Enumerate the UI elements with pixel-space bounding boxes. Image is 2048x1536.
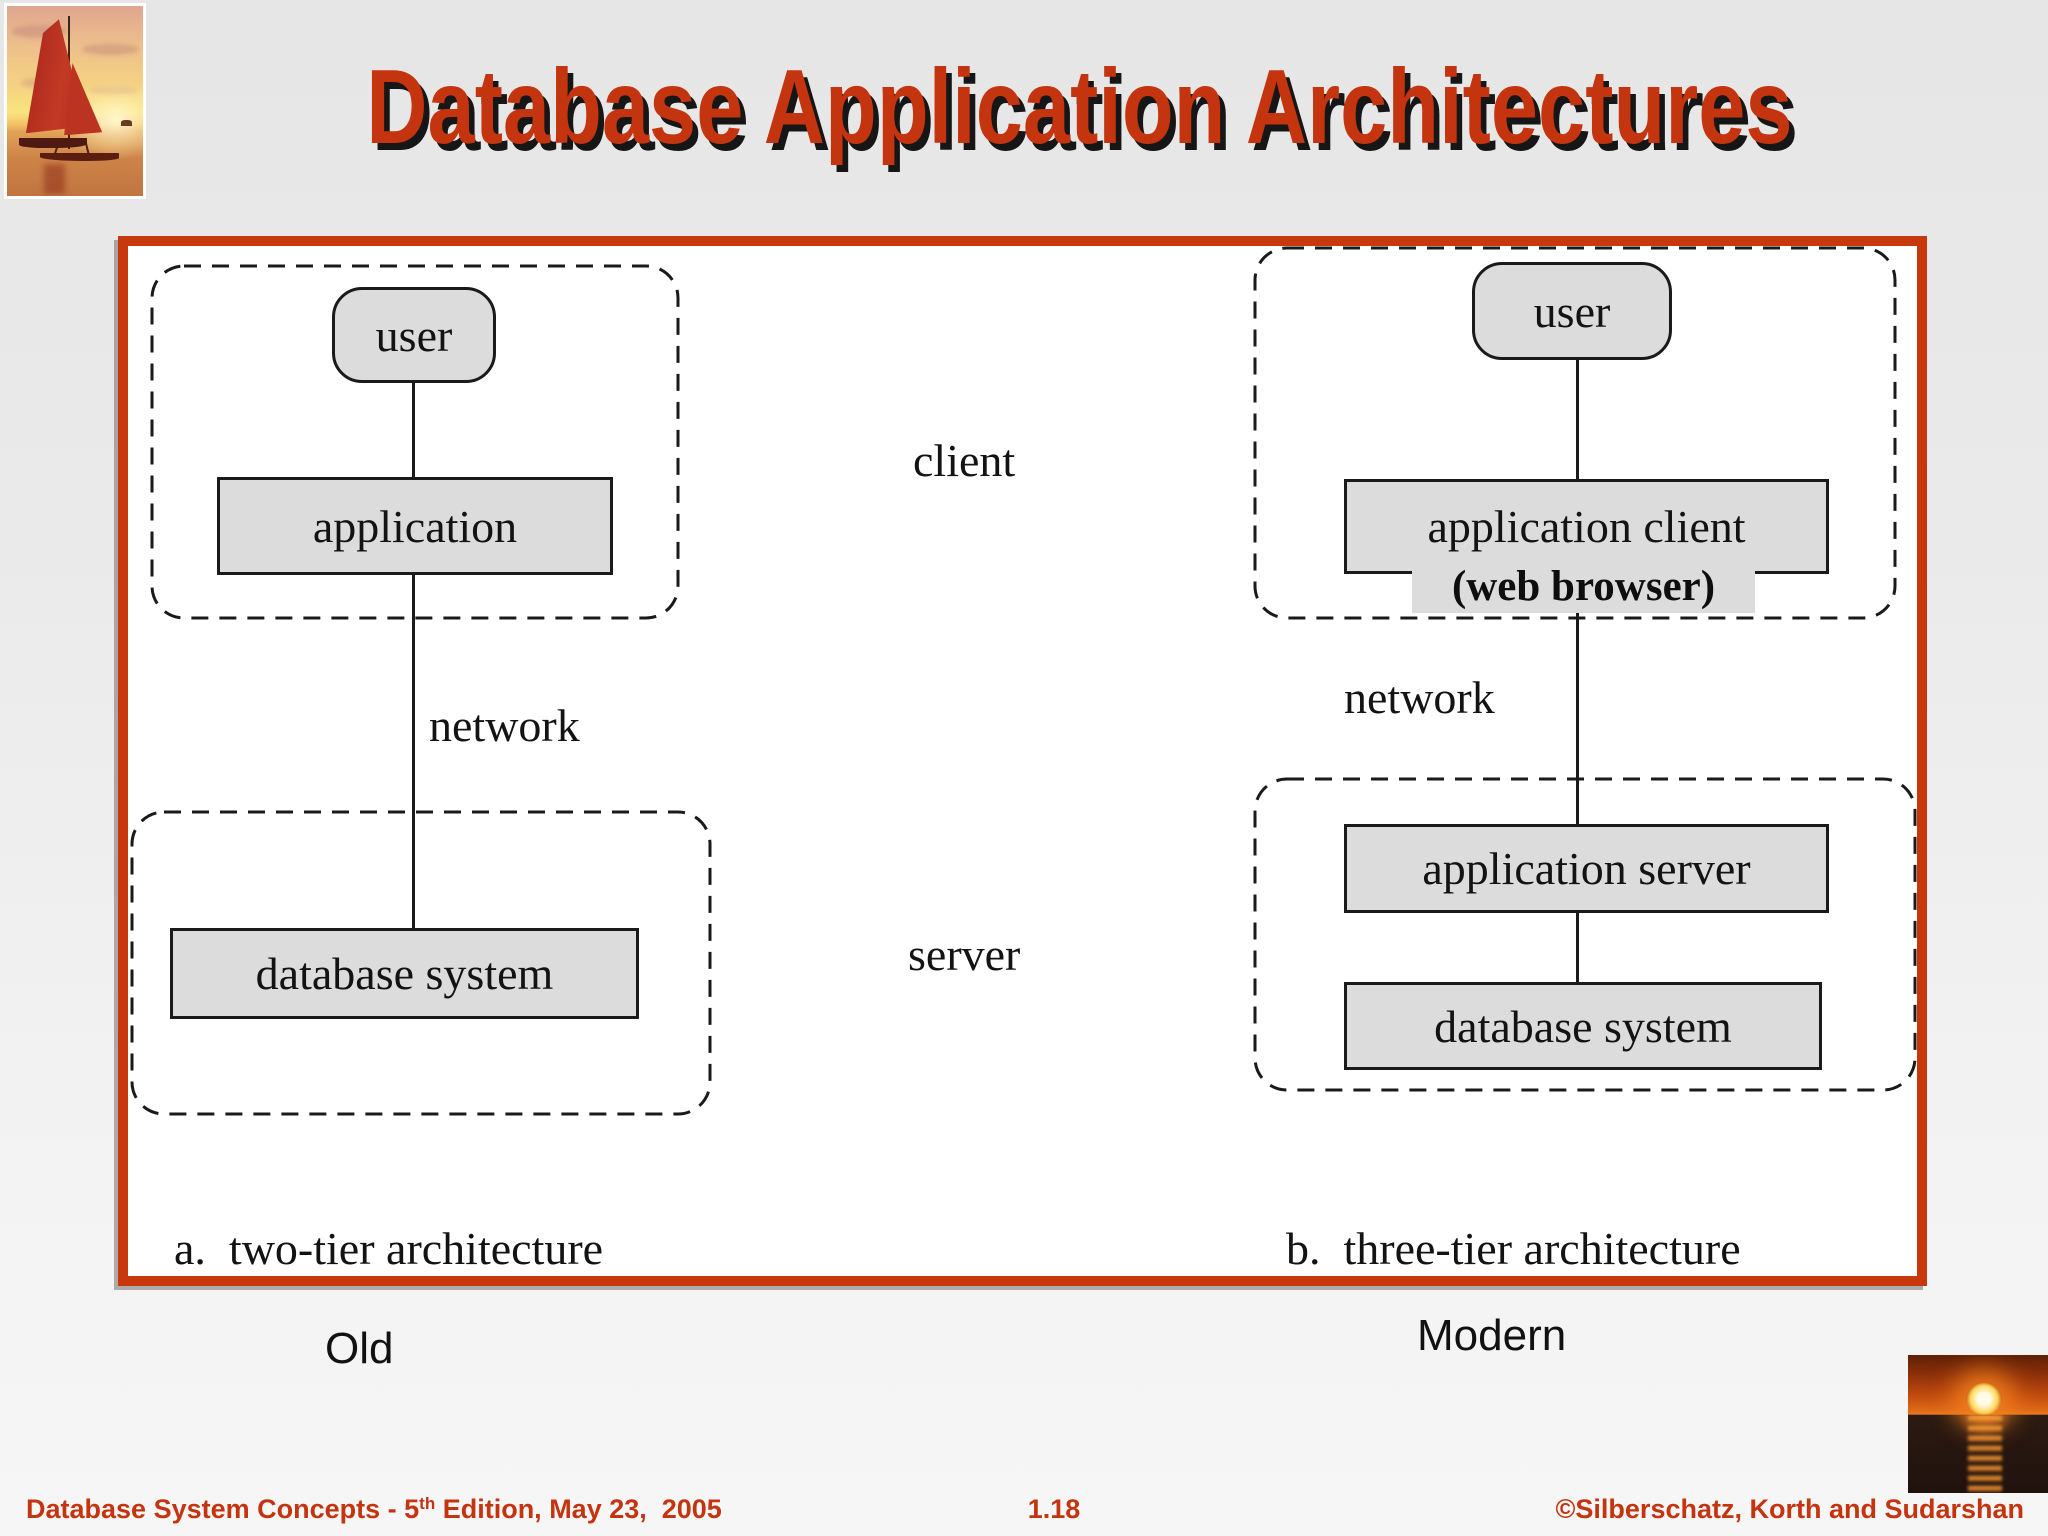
slide-title-text: Database Application Architectures: [365, 48, 1793, 166]
sunset-photo: [1908, 1355, 2048, 1493]
application-node: application: [217, 477, 613, 575]
three-tier-caption: b. three-tier architecture: [1286, 1223, 1741, 1274]
server-tier-label: server: [908, 929, 1021, 980]
connector-user-appclient-right: [1576, 360, 1579, 479]
sailboat-photo: [4, 3, 146, 199]
old-era-label: Old: [325, 1324, 394, 1373]
database-system-node-left: database system: [170, 928, 639, 1019]
sail-reflection-shape: [43, 163, 66, 195]
footer-book-rest: Edition, May 23, 2005: [435, 1494, 722, 1524]
network-label-right: network: [1344, 672, 1495, 723]
user-node-left: user: [332, 287, 496, 383]
database-system-node-right: database system: [1344, 982, 1822, 1070]
sun-shape: [1966, 1382, 2002, 1415]
sun-reflection-shape: [1968, 1415, 2002, 1493]
user-node-right: user: [1472, 262, 1672, 360]
footer-copyright: ©Silberschatz, Korth and Sudarshan: [1555, 1494, 2024, 1524]
modern-era-label: Modern: [1417, 1311, 1567, 1360]
outrigger-hull-shape: [39, 153, 119, 161]
two-tier-caption: a. two-tier architecture: [174, 1223, 604, 1274]
connector-appclient-appserver-right: [1576, 574, 1579, 824]
diagram-frame: user application database system network…: [118, 236, 1927, 1286]
application-server-node: application server: [1344, 824, 1829, 913]
connector-user-application-left: [412, 383, 415, 477]
connector-application-database-left: [412, 575, 415, 928]
footer-book-main: Database System Concepts - 5: [26, 1494, 420, 1524]
web-browser-label: (web browser): [1412, 560, 1755, 613]
footer-edition-superscript: th: [419, 1494, 436, 1513]
distant-boat-shape: [121, 120, 133, 126]
hull-shape: [19, 138, 88, 148]
network-label-left: network: [429, 700, 580, 751]
footer-book-title: Database System Concepts - 5th Edition, …: [26, 1494, 722, 1525]
client-tier-label: client: [913, 435, 1016, 486]
cloud-shape: [81, 44, 139, 56]
connector-appserver-database-right: [1576, 913, 1579, 982]
slide-page-number: 1.18: [1027, 1494, 1081, 1524]
sailboat-photo-image: [7, 6, 143, 196]
slide-title: Database Application Architectures: [100, 48, 2048, 166]
